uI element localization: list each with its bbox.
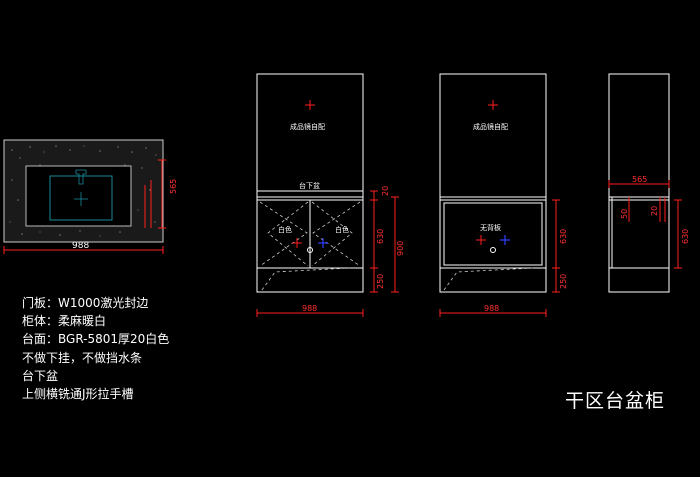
basin-cutout [25,165,132,227]
front1-mirror-label: 成品镜自配 [290,122,325,131]
plan-view: 988 565 [3,139,178,254]
front2-outline [439,73,547,293]
note-line: 柜体：柔麻暖白 [22,314,107,329]
front1-dim-250: 250 [376,274,385,289]
front2-open-cavity [443,202,543,266]
note-line: 台下盆 [22,368,59,383]
spec-notes: 门板：W1000激光封边 柜体：柔麻暖白 台面：BGR-5801厚20白色 不做… [22,294,169,403]
front2-back-label: 无背板 [480,223,501,232]
front1-door-right-label: 白色 [335,225,349,234]
front2-mirror-label: 成品镜自配 [473,122,508,131]
side-width-dim: 565 [632,175,647,184]
front1-width-dim: 988 [302,304,317,313]
granite-speckle [9,145,157,237]
front-view-1: 成品镜自配 台下盆 白色 白色 988 20 630 250 900 [256,73,405,317]
side-view: 565 50 20 630 [608,73,690,293]
side-dim-50: 50 [620,209,629,219]
front1-dim-630: 630 [376,229,385,244]
front1-door-left-label: 白色 [278,225,292,234]
side-dim-630: 630 [681,229,690,244]
note-line: 台面：BGR-5801厚20白色 [22,332,170,347]
front1-dim-20: 20 [381,186,390,196]
note-line: 不做下挂，不做挡水条 [22,350,143,365]
note-line: 上侧横铣通J形拉手槽 [22,387,134,402]
front2-dim-630: 630 [559,229,568,244]
note-line: 门板：W1000激光封边 [22,296,149,310]
faucet-icon [75,169,87,185]
basin-bowl [49,175,113,221]
front1-basin-label: 台下盆 [299,181,320,190]
front-view-2: 成品镜自配 无背板 988 630 250 [439,73,568,317]
plan-width-dim: 988 [72,241,89,251]
front2-dim-250: 250 [559,274,568,289]
side-dim-20: 20 [650,206,659,216]
drawing-title: 干区台盆柜 [565,390,666,412]
front1-dim-900: 900 [396,241,405,256]
front2-width-dim: 988 [484,304,499,313]
front1-outline [256,73,364,293]
plan-depth-dim: 565 [169,179,178,194]
